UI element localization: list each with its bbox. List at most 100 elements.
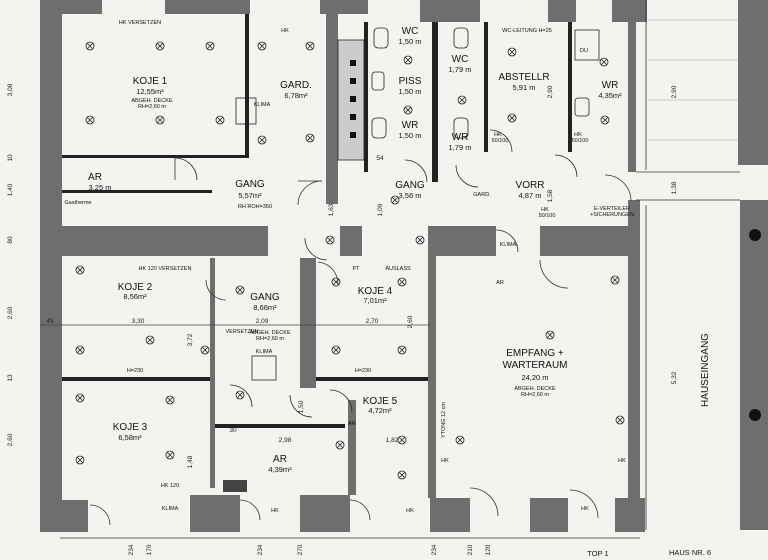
door-swings — [89, 129, 632, 526]
dim-gang-width: 2,09 — [256, 318, 269, 325]
dim-gang-vertical: 3,72 — [187, 333, 194, 346]
light-fixture-icon — [235, 285, 245, 295]
note-hk-bottom-1: HK — [271, 508, 279, 514]
light-fixture-icon — [397, 435, 407, 445]
room-name-ar-1: AR — [88, 172, 102, 183]
dim-left-1: 3,08 — [7, 83, 14, 96]
note-hk-f: 50/100 — [539, 213, 556, 219]
dimensions: 234 170 234 270 234 210 120 3,08 10 1,40… — [7, 83, 678, 555]
note-abgeh-decke-2: ABGEH. DECKE — [249, 330, 291, 336]
light-fixture-icon — [155, 41, 165, 51]
light-fixture-icon — [215, 115, 225, 125]
light-fixture-icon — [331, 345, 341, 355]
light-fixture-icon — [403, 105, 413, 115]
note-garderobe: GARD. — [473, 192, 491, 198]
note-wc-leitung: WC-LEITUNG H=25 — [502, 28, 552, 34]
dim-54: 54 — [376, 155, 384, 162]
label-haus-nr: HAUS NR. 6 — [669, 548, 711, 557]
dim-bottom-4: 270 — [297, 544, 304, 555]
light-fixture-icon — [457, 95, 467, 105]
room-name-wc-2: WC — [452, 54, 469, 65]
room-area-piss: 1,50 m — [399, 87, 422, 96]
dim-right-3: 5,32 — [671, 371, 678, 384]
room-area-vorr: 4,87 m — [519, 191, 542, 200]
light-fixture-icon — [257, 135, 267, 145]
room-name-ar-2: AR — [273, 454, 287, 465]
note-hk-d: 50/100 — [572, 138, 589, 144]
dim-left-8: 2,60 — [7, 433, 14, 446]
dim-koje5-width: 1,82 — [386, 437, 399, 444]
note-pt: PT — [352, 266, 360, 272]
light-fixture-icon — [165, 395, 175, 405]
note-hk-bottom-2: HK — [406, 508, 414, 514]
room-area-ar-2: 4,39m² — [268, 465, 292, 474]
light-fixture-icon — [335, 440, 345, 450]
dim-bottom-6: 210 — [467, 544, 474, 555]
interior-walls — [40, 0, 740, 530]
note-hk-e: HK — [541, 207, 549, 213]
plan-notes: HK VERSETZEN HK WC-LEITUNG H=25 DU ABGEH… — [64, 20, 711, 558]
note-du: DU — [580, 48, 588, 54]
light-fixture-icon — [75, 345, 85, 355]
note-e-verteiler: E-VERTEILER — [594, 206, 630, 212]
light-fixture-icon — [85, 41, 95, 51]
note-klima-1: KLIMA — [254, 102, 271, 108]
room-area-gang-2: 3,56 m — [399, 191, 422, 200]
light-fixture-icon — [615, 415, 625, 425]
note-h230-left: H=230 — [127, 368, 143, 374]
dim-bottom-1: 234 — [128, 544, 135, 555]
entrance-hatch — [648, 19, 761, 421]
dim-left-3: 1,40 — [7, 183, 14, 196]
light-fixture-icon — [75, 393, 85, 403]
note-rh-roh: RH ROH=350 — [238, 204, 272, 210]
label-hauseingang: HAUSEINGANG — [700, 333, 711, 407]
dim-bottom-3: 234 — [257, 544, 264, 555]
note-auslass: AUSLASS — [385, 266, 411, 272]
note-sicherungen: +SICHERUNGEN — [590, 212, 634, 218]
room-name-koje-1: KOJE 1 — [133, 76, 168, 87]
room-area-koje-3: 6,58m² — [118, 433, 142, 442]
note-hk-versetzen: HK VERSETZEN — [119, 20, 161, 26]
room-name-koje-2: KOJE 2 — [118, 282, 153, 293]
light-fixture-icon — [75, 455, 85, 465]
light-fixture-icon — [305, 41, 315, 51]
room-area-wr-3: 4,35m² — [598, 91, 622, 100]
room-name-koje-5: KOJE 5 — [363, 396, 398, 407]
light-fixture-icon — [155, 115, 165, 125]
light-fixtures — [75, 41, 625, 480]
light-fixture-icon — [200, 345, 210, 355]
room-area-gang-3: 8,66m² — [253, 303, 277, 312]
dim-koje2-width: 3,30 — [132, 318, 145, 325]
room-name-gang-2: GANG — [395, 180, 425, 191]
room-name-wr-2: WR — [452, 132, 469, 143]
dim-30: 30 — [229, 427, 237, 434]
room-name-abstellr: ABSTELLR — [498, 72, 549, 83]
light-fixture-icon — [145, 335, 155, 345]
dim-left-6: 45 — [46, 318, 54, 325]
room-name-wc-1: WC — [402, 26, 419, 37]
light-fixture-icon — [397, 345, 407, 355]
room-area-abstellr: 5,91 m — [513, 83, 536, 92]
note-abgeh-decke-3: ABGEH. DECKE — [514, 386, 556, 392]
light-fixture-icon — [545, 330, 555, 340]
light-fixture-icon — [397, 277, 407, 287]
room-name-vorr: VORR — [516, 180, 545, 191]
light-fixture-icon — [305, 133, 315, 143]
note-klima-bottom: KLIMA — [162, 506, 179, 512]
note-rh-2: RH=2,60 m — [256, 336, 284, 342]
light-fixture-icon — [331, 277, 341, 287]
room-area-koje-5: 4,72m² — [368, 406, 392, 415]
dim-right-1: 2,90 — [671, 85, 678, 98]
dim-koje5-height: 1,50 — [298, 400, 305, 413]
dim-koje3-height: 1,48 — [187, 455, 194, 468]
room-name-koje-3: KOJE 3 — [113, 422, 148, 433]
room-name-gard: GARD. — [280, 80, 312, 91]
light-fixture-icon — [403, 55, 413, 65]
note-hk-right-2: HK — [441, 458, 449, 464]
room-area-wr-1: 1,50 m — [399, 131, 422, 140]
light-fixture-icon — [75, 265, 85, 275]
dim-gang-v2: 1,63 — [328, 203, 335, 216]
note-hk-b: 50/100 — [492, 138, 509, 144]
dim-koje4-height: 2,60 — [407, 315, 414, 328]
note-hk-120: HK 120 — [161, 483, 179, 489]
